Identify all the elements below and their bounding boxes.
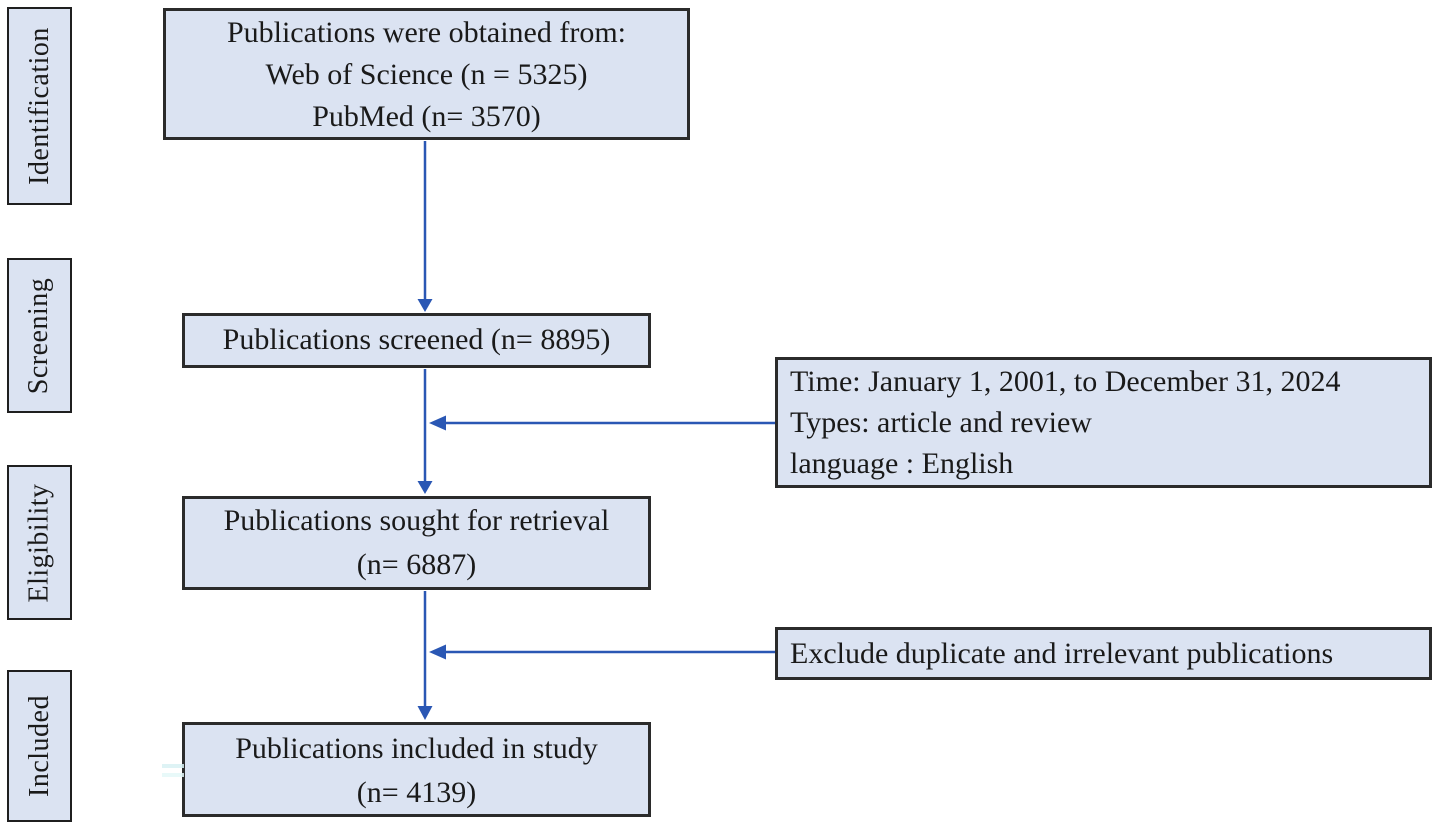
arrowhead-left-1	[429, 415, 446, 431]
arrowhead-down-2	[417, 481, 433, 494]
node-line: Publications sought for retrieval	[223, 504, 610, 537]
stage-label: Identification	[23, 27, 55, 185]
stage-included: Included	[7, 670, 72, 822]
node-line: Publications screened (n= 8895)	[222, 323, 611, 356]
node-publications-sought: Publications sought for retrieval (n= 68…	[182, 496, 651, 590]
annotation-exclusion: Exclude duplicate and irrelevant publica…	[775, 627, 1432, 680]
node-line: (n= 4139)	[356, 776, 477, 809]
stage-label: Included	[23, 695, 55, 797]
arrowhead-left-2	[429, 644, 446, 660]
annotation-search-criteria: Time: January 1, 2001, to December 31, 2…	[775, 357, 1432, 488]
stage-label: Screening	[23, 277, 55, 394]
annotation-line: Exclude duplicate and irrelevant publica…	[790, 636, 1334, 670]
arrowhead-down-3	[417, 706, 433, 720]
node-publications-included: Publications included in study (n= 4139)	[182, 722, 651, 817]
stage-screening: Screening	[7, 258, 72, 413]
node-line: Publications were obtained from:	[226, 16, 627, 49]
node-line: PubMed (n= 3570)	[312, 100, 541, 133]
node-publications-obtained: Publications were obtained from: Web of …	[163, 8, 690, 140]
node-line: Web of Science (n = 5325)	[265, 58, 588, 91]
annotation-line: Types: article and review	[790, 406, 1092, 439]
arrowhead-down-1	[417, 299, 433, 312]
stage-label: Eligibility	[23, 482, 55, 603]
annotation-line: language : English	[790, 447, 1014, 480]
node-line: (n= 6887)	[356, 548, 477, 581]
scan-artifact	[162, 764, 184, 768]
node-publications-screened: Publications screened (n= 8895)	[182, 313, 651, 368]
annotation-line: Time: January 1, 2001, to December 31, 2…	[790, 365, 1341, 398]
node-line: Publications included in study	[235, 732, 598, 765]
stage-eligibility: Eligibility	[7, 465, 72, 620]
stage-identification: Identification	[7, 7, 72, 205]
